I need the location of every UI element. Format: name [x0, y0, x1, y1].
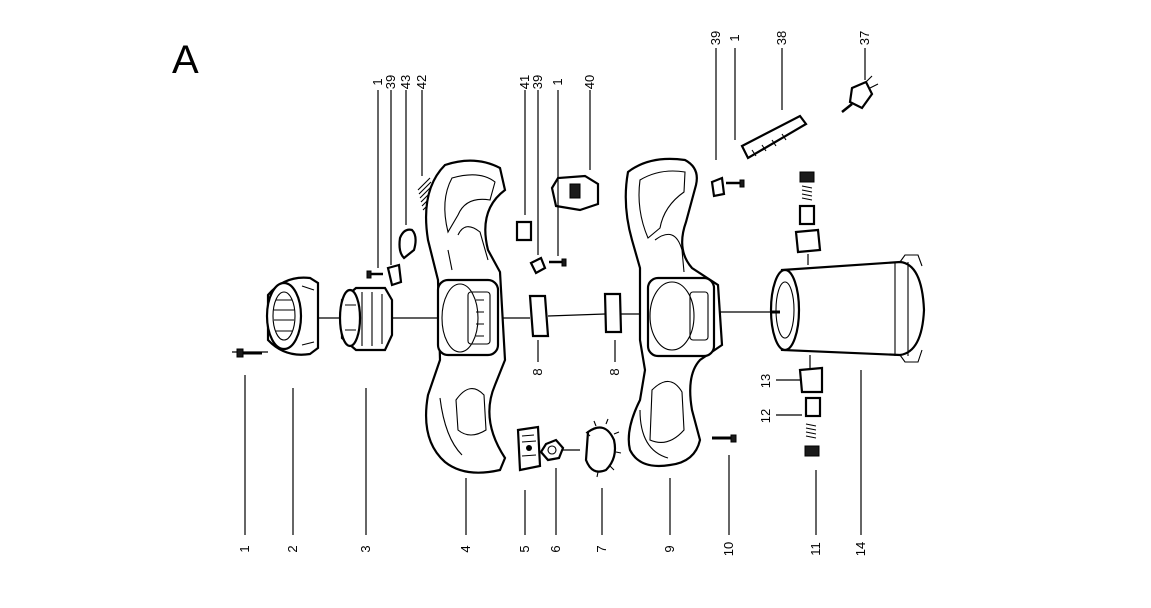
callout-38: 38	[774, 31, 789, 45]
callout-14: 14	[853, 542, 868, 556]
screw-part	[236, 348, 262, 358]
gear-cover-part	[265, 276, 320, 356]
carbon-brush-parts	[528, 292, 623, 338]
callout-40: 40	[582, 75, 597, 89]
middle-small-parts	[515, 174, 600, 275]
callout-43: 43	[398, 75, 413, 89]
callout-42: 42	[414, 75, 429, 89]
callout-37: 37	[857, 31, 872, 45]
callout-39-top-c: 39	[708, 31, 723, 45]
callout-13: 13	[758, 374, 773, 388]
motor-part	[769, 254, 926, 363]
figure-letter: A	[172, 38, 199, 82]
callout-3: 3	[358, 545, 373, 552]
callout-labels-top: 1 39 43 42 41 39 1 40 39 1 38 37	[370, 31, 872, 89]
callout-39-top-a: 39	[383, 75, 398, 89]
brush-holder-top	[794, 171, 822, 265]
callout-11: 11	[808, 542, 823, 556]
plug-part	[841, 75, 879, 113]
callout-8-right: 8	[607, 368, 622, 375]
dial-part	[584, 418, 622, 478]
callout-leaders	[244, 48, 866, 535]
callout-5: 5	[517, 545, 532, 552]
callout-8-left: 8	[530, 368, 545, 375]
callout-1-top-a: 1	[370, 78, 385, 85]
callout-9: 9	[662, 545, 677, 552]
callout-6: 6	[548, 545, 563, 552]
callout-4: 4	[458, 545, 473, 552]
callout-41: 41	[517, 75, 532, 89]
callout-1-top-b: 1	[550, 78, 565, 85]
fan-part	[338, 286, 394, 352]
callout-2: 2	[285, 545, 300, 552]
callout-1: 1	[237, 545, 252, 552]
callout-12: 12	[758, 409, 773, 423]
left-housing-part	[424, 159, 507, 474]
right-housing-part	[624, 157, 724, 468]
callout-10: 10	[721, 542, 736, 556]
callout-1-top-c: 1	[727, 34, 742, 41]
brush-spring-group	[366, 177, 436, 287]
callout-7: 7	[594, 545, 609, 552]
nut-part	[539, 438, 580, 462]
screw-part-right	[712, 434, 737, 443]
brush-holder-bottom	[798, 355, 824, 457]
cord-protector-group	[710, 114, 808, 198]
switch-part	[516, 425, 542, 472]
callout-labels-bottom: 1 2 3 4 5 6 7 9 10 11 14 8 8 13 12	[237, 368, 868, 556]
callout-39-top-b: 39	[530, 75, 545, 89]
